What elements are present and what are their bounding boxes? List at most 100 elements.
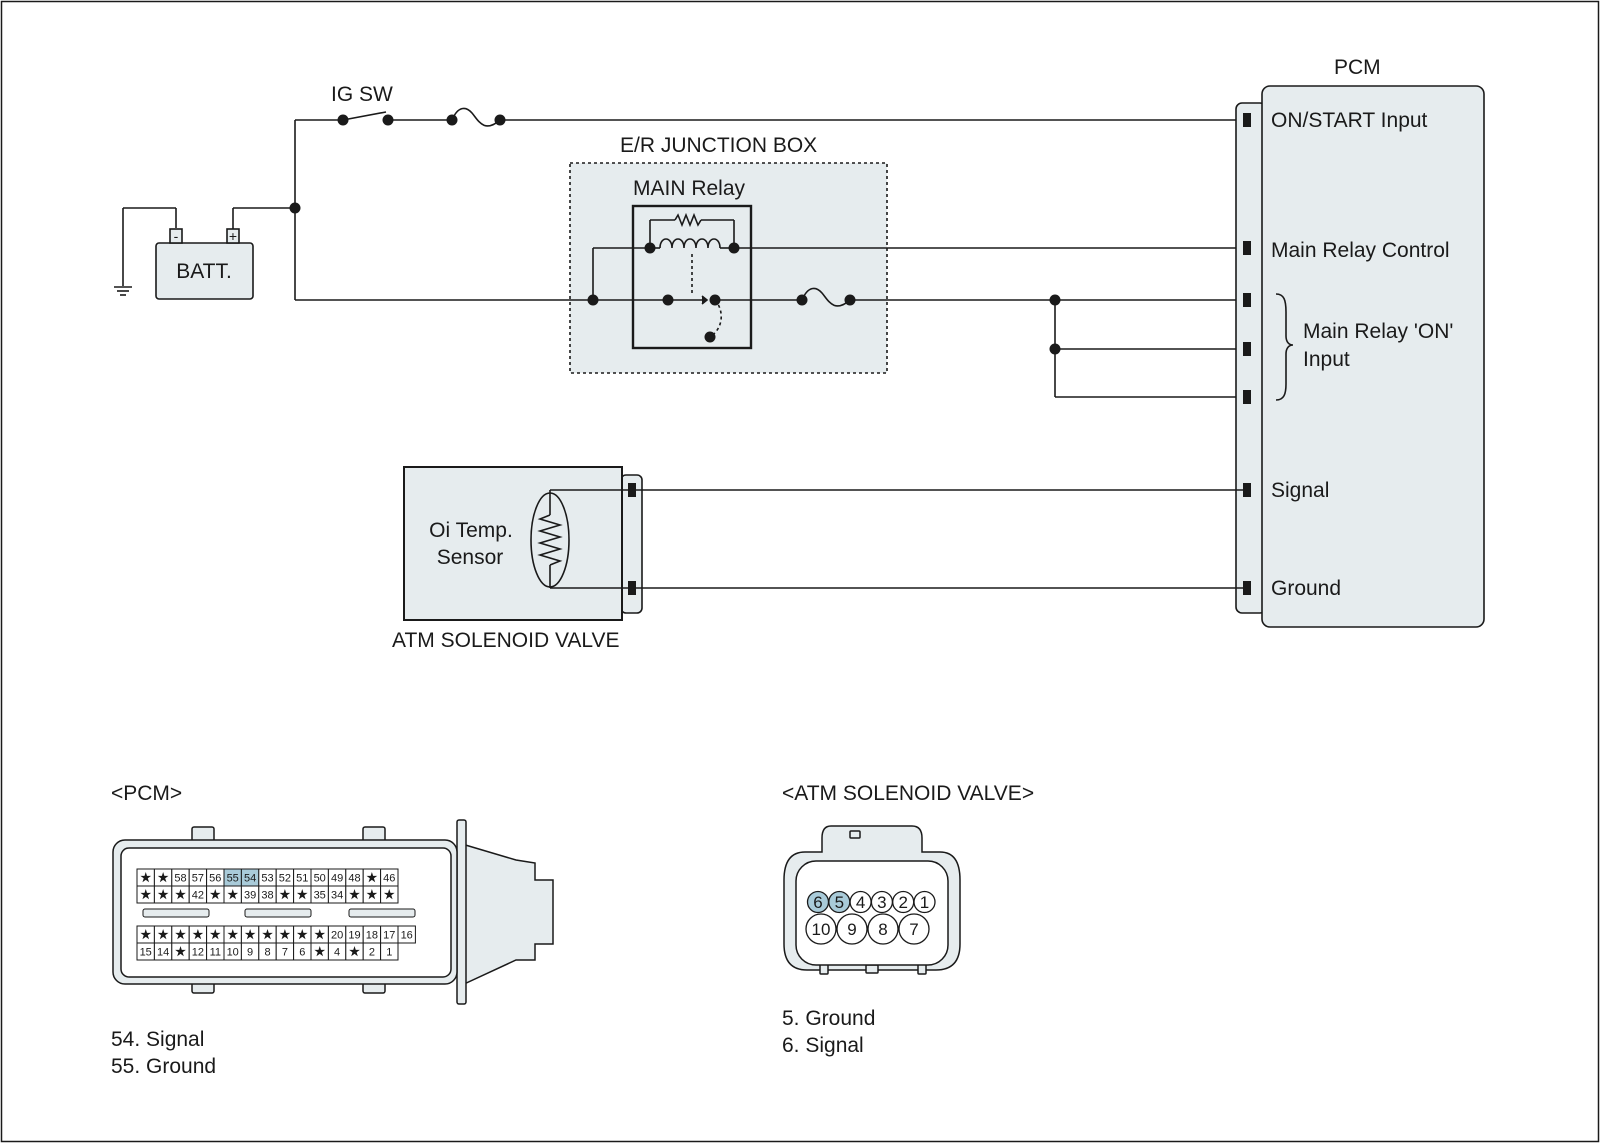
pcm-terminals bbox=[628, 113, 1251, 595]
atm-connector-title: <ATM SOLENOID VALVE> bbox=[782, 782, 1034, 805]
pcm-pin-cell: 12 bbox=[188, 942, 208, 961]
pcm-pin-cell: ★ bbox=[258, 925, 277, 944]
atm-pin-cell: 1 bbox=[913, 890, 936, 914]
pcm-pin-cell: ★ bbox=[153, 868, 173, 887]
pcm-pin-cell: ★ bbox=[310, 942, 329, 961]
atm-pin-label: 8 bbox=[878, 920, 887, 939]
pcm-pin-cell: ★ bbox=[171, 925, 190, 944]
pcm-pin-label: ★ bbox=[262, 928, 273, 942]
battery bbox=[155, 228, 254, 300]
atm-pin-label: 1 bbox=[920, 893, 929, 912]
pcm-pin-cell: 57 bbox=[188, 868, 208, 887]
brace-icon bbox=[1275, 293, 1294, 401]
pcm-pin-cell: ★ bbox=[275, 885, 295, 904]
sensor-label-line2: Sensor bbox=[437, 546, 504, 569]
pcm-pin-label: ★ bbox=[367, 871, 378, 885]
pcm-pin-cell: 34 bbox=[327, 885, 347, 904]
pcm-pin-cell: ★ bbox=[171, 885, 190, 904]
battery-negative-label: - bbox=[174, 228, 179, 244]
pcm-pin-cell: ★ bbox=[206, 885, 225, 904]
pcm-pin-label: 56 bbox=[209, 873, 221, 885]
pcm-pin-cell: 38 bbox=[258, 885, 277, 904]
pcm-legend-1: 54. Signal bbox=[111, 1028, 204, 1051]
atm-valve-label: ATM SOLENOID VALVE bbox=[392, 629, 620, 652]
pcm-pin-cell: 49 bbox=[327, 868, 347, 887]
pcm-pin-cell: ★ bbox=[136, 885, 155, 904]
pcm-pin-cell: 10 bbox=[223, 942, 242, 961]
pcm-pin-label: 10 bbox=[227, 947, 239, 959]
pcm-pin-label: 35 bbox=[314, 890, 326, 902]
pcm-pin-label: 34 bbox=[331, 890, 343, 902]
pcm-pin-cell: 9 bbox=[240, 942, 260, 961]
pcm-pin-cell: 20 bbox=[327, 925, 347, 944]
pcm-pin-cell: ★ bbox=[293, 885, 312, 904]
pcm-pin-cell: 1 bbox=[380, 942, 399, 961]
pcm-pin-cell: ★ bbox=[362, 868, 382, 887]
main-relay-label: MAIN Relay bbox=[633, 177, 746, 200]
pcm-pin-label: 1 bbox=[386, 947, 392, 959]
pcm-pin-cell: 18 bbox=[362, 925, 382, 944]
pcm-pin-cell: 11 bbox=[206, 942, 225, 961]
battery-label: BATT. bbox=[176, 260, 232, 283]
pcm-pin-cell: 58 bbox=[171, 868, 190, 887]
pin-label-main-relay-on-input: Input bbox=[1303, 348, 1350, 371]
schematic bbox=[114, 85, 1485, 628]
pcm-pin-label: 14 bbox=[157, 947, 169, 959]
pcm-pin-cell: ★ bbox=[171, 942, 190, 961]
pcm-pin-label: 57 bbox=[192, 873, 204, 885]
pin-label-main-relay-control: Main Relay Control bbox=[1271, 239, 1450, 262]
pin-label-on-start: ON/START Input bbox=[1271, 109, 1428, 132]
pcm-pin-cell: 55 bbox=[223, 868, 242, 887]
pcm-pin-cell: 2 bbox=[362, 942, 382, 961]
pcm-pin-label: ★ bbox=[210, 888, 221, 902]
atm-pin-cell: 10 bbox=[805, 913, 837, 945]
pcm-pin-cell: 7 bbox=[275, 942, 295, 961]
pcm-pin-label: ★ bbox=[175, 945, 186, 959]
pcm-pin-cell: 46 bbox=[380, 868, 399, 887]
main-relay-box bbox=[631, 204, 753, 350]
atm-pin-label: 10 bbox=[812, 920, 831, 939]
pcm-pin-label: 11 bbox=[210, 947, 221, 959]
atm-solenoid-valve-box bbox=[403, 466, 623, 621]
pcm-pin-label: 4 bbox=[334, 947, 340, 959]
thermistor-icon bbox=[537, 514, 563, 566]
pcm-separator-slot bbox=[244, 908, 312, 918]
pcm-pin-label: 9 bbox=[247, 947, 253, 959]
pcm-pin-label: ★ bbox=[227, 928, 238, 942]
pcm-separator-slot bbox=[348, 908, 416, 918]
pcm-pin-label: 20 bbox=[331, 930, 343, 942]
pcm-pin-label: 42 bbox=[192, 890, 204, 902]
pcm-pin-label: ★ bbox=[349, 888, 360, 902]
pcm-pin-label: ★ bbox=[140, 888, 151, 902]
pcm-pin-cell: ★ bbox=[362, 885, 382, 904]
pin-label-main-relay-on: Main Relay 'ON' bbox=[1303, 320, 1453, 343]
pcm-pin-cell: 56 bbox=[206, 868, 225, 887]
pcm-pin-label: 16 bbox=[401, 930, 413, 942]
atm-legend-2: 6. Signal bbox=[782, 1034, 864, 1057]
pcm-pin-cell: 54 bbox=[240, 868, 260, 887]
pcm-pin-cell: 51 bbox=[293, 868, 312, 887]
pcm-connector-title: <PCM> bbox=[111, 782, 182, 805]
pcm-pin-cell: ★ bbox=[275, 925, 295, 944]
atm-pin-label: 5 bbox=[835, 893, 844, 912]
pcm-pin-label: ★ bbox=[140, 928, 151, 942]
atm-pin-label: 4 bbox=[856, 893, 865, 912]
atm-pin-cell: 2 bbox=[892, 890, 915, 914]
junction-dots bbox=[289, 114, 1061, 355]
pcm-pin-cell: 14 bbox=[153, 942, 173, 961]
pcm-pin-label: ★ bbox=[280, 888, 291, 902]
pcm-pin-label: ★ bbox=[384, 888, 395, 902]
atm-pin-label: 2 bbox=[898, 893, 907, 912]
pcm-pin-label: 52 bbox=[279, 873, 291, 885]
pcm-pin-cell: 48 bbox=[345, 868, 364, 887]
pcm-pin-label: ★ bbox=[367, 888, 378, 902]
pcm-pin-label: 55 bbox=[227, 873, 239, 885]
pcm-pin-label: 18 bbox=[366, 930, 378, 942]
pcm-pin-cell: ★ bbox=[240, 925, 260, 944]
pcm-separator-slot bbox=[142, 908, 210, 918]
pcm-pin-label: ★ bbox=[210, 928, 221, 942]
pcm-pin-label: 2 bbox=[369, 947, 375, 959]
er-junction-box-label: E/R JUNCTION BOX bbox=[620, 134, 817, 157]
pcm-pin-label: ★ bbox=[297, 928, 308, 942]
